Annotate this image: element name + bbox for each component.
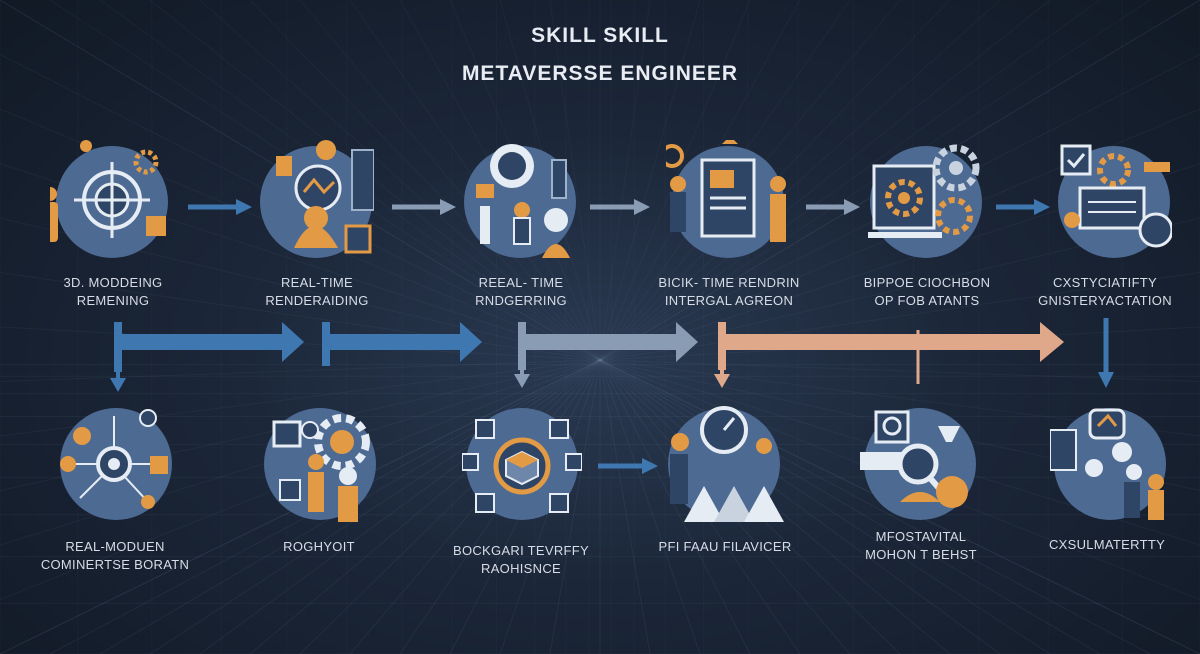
label-line-1: REAL-TIME <box>280 275 354 290</box>
node-op-fob-atants <box>864 140 984 260</box>
label-line-1: BIPPOE CIOCHBON <box>863 275 991 290</box>
middle-arrow-blue-2 <box>322 322 482 366</box>
gear-people-icon <box>264 408 376 522</box>
label-line-1: REAL-MODUEN <box>65 539 165 554</box>
network-node-icon <box>60 408 172 520</box>
row1-connector-arrow-5 <box>996 199 1050 215</box>
grid-line <box>149 0 601 361</box>
grid-line <box>249 0 601 361</box>
label-line-2: OP FOB ATANTS <box>874 293 980 308</box>
label-line-1: CXSULMATERTTY <box>1048 537 1166 552</box>
label-3d-modeling: 3D. MODDEING REMENING <box>18 274 208 310</box>
collaboration-icon <box>1050 408 1166 520</box>
label-line-1: CXSTYCIATIFTY <box>1052 275 1158 290</box>
grid-line <box>299 359 601 654</box>
grid-line <box>599 359 701 654</box>
grid-line <box>599 0 701 361</box>
grid-line <box>599 359 751 654</box>
label-integral-agreon: BICIK- TIME RENDRIN INTERGAL AGREON <box>634 274 824 310</box>
grid-line <box>599 0 1101 361</box>
grid-line <box>549 359 601 654</box>
label-real-time-rendering: REAL-TIME RENDERAIDING <box>222 274 412 310</box>
label-line-1: 3D. MODDEING <box>63 275 163 290</box>
label-line-2: GNISTERYACTATION <box>1038 293 1172 308</box>
middle-arrow-gray <box>514 322 698 388</box>
middle-arrow-blue-1 <box>110 322 304 392</box>
grid-line <box>599 359 1051 654</box>
label-mfostavital: MFOSTAVITAL MOHON T BEHST <box>826 528 1016 564</box>
grid-line <box>249 359 601 654</box>
grid-line <box>599 359 651 654</box>
node-3d-modeling <box>50 140 170 260</box>
grid-line <box>0 272 601 361</box>
grid-line <box>549 0 601 361</box>
label-blockchain-verify: BOCKGARI TEVRFFY RAOHISNCE <box>426 542 616 578</box>
row1-connector-arrow-3 <box>590 199 650 215</box>
grid-line <box>199 0 601 361</box>
right-down-arrow <box>1098 318 1114 388</box>
page-title-line-2: METAVERSSE ENGINEER <box>461 62 739 85</box>
node-presenter <box>664 402 784 522</box>
grid-line <box>199 359 601 654</box>
label-roghyoit: ROGHYOIT <box>224 538 414 556</box>
label-real-moduen: REAL-MODUEN COMINERTSE BORATN <box>20 538 210 574</box>
grid-line <box>0 359 601 382</box>
label-line-2: REMENING <box>76 293 150 308</box>
node-gnisteryactation <box>1052 140 1172 260</box>
checklist-workflow-icon <box>1058 144 1172 258</box>
gear-hub-icon <box>50 140 168 258</box>
label-line-2: RAOHISNCE <box>481 561 561 576</box>
grid-line <box>599 359 1001 654</box>
label-line-2: INTERGAL AGREON <box>664 293 794 308</box>
label-presenter: PFI FAAU FILAVICER <box>630 538 820 556</box>
node-real-time-rendering-2 <box>458 140 578 260</box>
node-blockchain-verify <box>462 402 582 522</box>
label-line-1: MFOSTAVITAL <box>875 529 967 544</box>
grid-line <box>599 0 1051 361</box>
label-line-1: PFI FAAU FILAVICER <box>658 539 792 554</box>
developer-desk-icon <box>464 144 576 258</box>
row1-connector-arrow-2 <box>392 199 456 215</box>
rendering-team-icon <box>260 140 374 258</box>
label-line-1: BICIK- TIME RENDRIN <box>658 275 800 290</box>
label-gnisteryactation: CXSTYCIATIFTY GNISTERYACTATION <box>1010 274 1200 310</box>
grid-line <box>599 359 1151 654</box>
label-line-2: COMINERTSE BORATN <box>40 557 190 572</box>
monitor-gears-icon <box>868 144 982 258</box>
row1-connector-arrow-4 <box>806 199 860 215</box>
blockchain-cube-icon <box>462 408 582 520</box>
grid-line <box>599 359 1200 382</box>
node-mfostavital <box>860 402 980 522</box>
row2-connector-arrow <box>598 458 658 474</box>
label-op-fob-atants: BIPPOE CIOCHBON OP FOB ATANTS <box>832 274 1022 310</box>
label-line-2: RNDGERRING <box>475 293 567 308</box>
finance-search-icon <box>860 408 976 520</box>
node-real-time-rendering <box>254 140 374 260</box>
label-real-time-rendering-2: REEAL- TIME RNDGERRING <box>426 274 616 310</box>
control-panel-icon <box>666 140 786 258</box>
presenter-gauge-icon <box>668 406 784 522</box>
grid-line <box>599 0 651 361</box>
grid-line <box>599 359 1101 654</box>
label-line-1: ROGHYOIT <box>283 539 355 554</box>
grid-line <box>599 272 1200 361</box>
label-line-2: RENDERAIDING <box>265 293 369 308</box>
node-integral-agreon <box>666 140 786 260</box>
label-cxsulmatertty: CXSULMATERTTY <box>1012 536 1200 554</box>
row1-connector-arrow-1 <box>188 199 252 215</box>
label-line-2: MOHON T BEHST <box>865 547 977 562</box>
page-title-line-1: SKILL SKILL <box>531 24 669 47</box>
node-real-moduen <box>56 402 176 522</box>
node-roghyoit <box>260 402 380 522</box>
node-cxsulmatertty <box>1050 402 1170 522</box>
grid-line <box>599 0 1001 361</box>
middle-arrow-peach <box>714 322 1064 388</box>
label-line-1: REEAL- TIME <box>478 275 564 290</box>
grid-line <box>299 0 601 361</box>
label-line-1: BOCKGARI TEVRFFY <box>452 543 590 558</box>
